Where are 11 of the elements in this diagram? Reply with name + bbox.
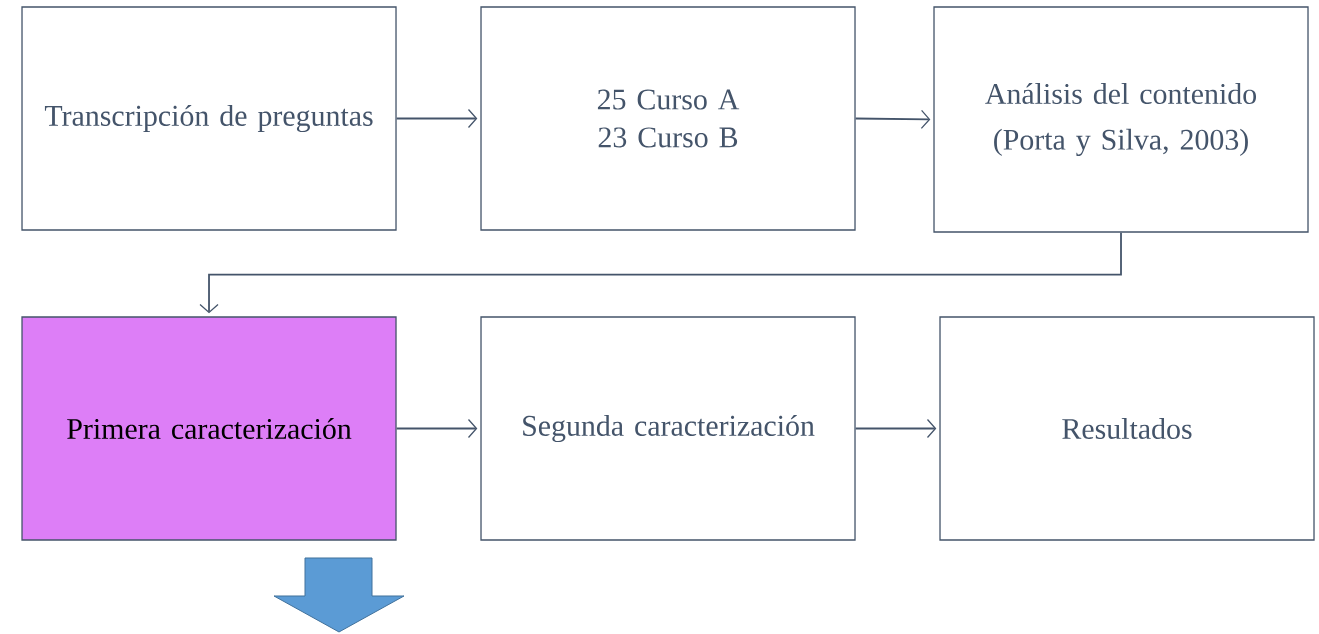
- arrow: [854, 418, 937, 439]
- highlighted-step-box: Primera caracterización: [21, 316, 397, 541]
- step-box: Resultados: [939, 316, 1315, 541]
- arrow: [854, 109, 931, 129]
- arrow: [199, 231, 1122, 314]
- arrow: [395, 108, 478, 129]
- arrow: [395, 418, 478, 439]
- step-box: 25 Curso A 23 Curso B: [480, 6, 856, 231]
- step-box: Segunda caracterización: [480, 316, 856, 541]
- step-box: Análisis del contenido (Porta y Silva, 2003): [933, 6, 1309, 233]
- step-box: Transcripción de preguntas: [21, 6, 397, 231]
